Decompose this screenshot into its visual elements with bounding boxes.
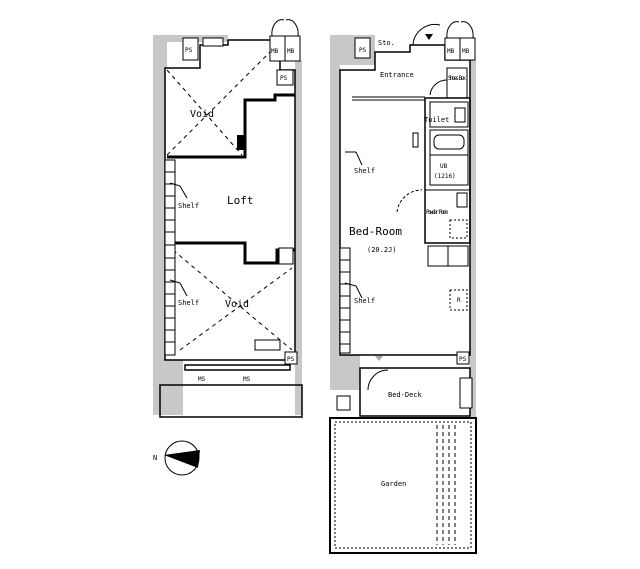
storage-label: Sto. [378,39,395,47]
mb-label: MB [447,48,455,55]
entrance-label: Entrance [380,71,414,79]
ub-size-label: (1216) [434,173,456,180]
mb-label: MB [287,48,295,55]
fridge-label: R [457,297,461,304]
ps-label: PS [287,356,295,363]
exterior-wall [153,35,167,415]
ps-label: PS [459,356,467,363]
shelf-label: Shelf [178,299,199,307]
ms-label: MS [243,376,251,383]
mb-label: MB [271,48,279,55]
loft-label: Loft [227,194,254,207]
compass-icon: N [153,440,200,476]
north-label: N [153,454,157,462]
bedroom-size-label: (20.2J) [367,246,397,254]
void-label: Void [225,299,249,310]
ps-label: PS [280,75,288,82]
first-floor-plan: Sto. PS MB MB Entrance Shoes Box Toilet … [329,21,477,554]
garden-label: Garden [381,480,406,488]
shelf-label: Shelf [354,167,375,175]
shelf-label: Shelf [354,297,375,305]
shoes-box-label: Shoes Box [448,75,466,82]
bed-deck-label: Bed-Deck [388,391,423,399]
ps-label: PS [185,47,193,54]
bedroom-label: Bed-Room [349,225,402,238]
ub-label: UB [440,163,448,170]
shelf-label: Shelf [178,202,199,210]
loft-plan: Void Loft Shelf Shelf Void PS PS MB MB P… [153,19,303,418]
mb-label: MB [462,48,470,55]
ms-label: MS [198,376,206,383]
powder-room-label: Powder Room [426,209,448,216]
void-label: Void [190,109,214,120]
ps-label: PS [359,47,367,54]
toilet-label: Toilet [424,116,449,124]
